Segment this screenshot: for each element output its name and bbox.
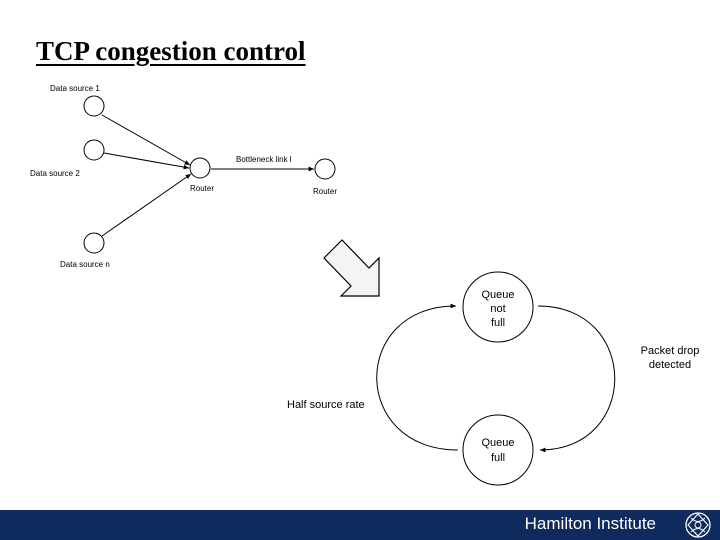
router-right-node xyxy=(314,158,336,180)
data-source-n-node xyxy=(83,232,105,254)
arrow-down-right-icon xyxy=(323,239,380,297)
data-source-1-node xyxy=(83,95,105,117)
slide-title: TCP congestion control xyxy=(36,36,306,66)
footer-bar: Hamilton Institute xyxy=(0,510,720,540)
queue-not-full-state xyxy=(462,271,534,343)
packet-drop-transition xyxy=(537,305,616,453)
router-left-node xyxy=(189,157,211,179)
queue-full-line-2: full xyxy=(491,452,505,464)
network-topology: Data source 1 Data source 2 Data source … xyxy=(30,84,337,269)
data-source-2-node xyxy=(83,139,105,161)
data-source-2-label: Data source 2 xyxy=(30,169,80,178)
data-source-1-label: Data source 1 xyxy=(50,84,100,93)
half-rate-transition xyxy=(376,303,459,451)
edge-source2-router xyxy=(103,152,190,170)
hamilton-institute-logo-icon xyxy=(685,512,711,538)
bottleneck-link-label: Bottleneck link l xyxy=(236,155,292,164)
packet-drop-label-line-1: Packet drop xyxy=(641,345,700,357)
packet-drop-label-line-2: detected xyxy=(649,359,691,371)
queue-full-line-1: Queue xyxy=(481,437,514,449)
edge-source1-router xyxy=(101,114,191,166)
queue-full-state xyxy=(462,414,534,486)
router-right-label: Router xyxy=(313,187,337,196)
half-source-rate-label: Half source rate xyxy=(287,399,365,411)
queue-not-full-line-2: not xyxy=(490,303,505,315)
edge-sourcen-router xyxy=(101,173,192,237)
institute-name: Hamilton Institute xyxy=(524,514,656,533)
state-cycle: Queue not full Queue full Packet drop de… xyxy=(287,271,700,486)
queue-not-full-line-3: full xyxy=(491,317,505,329)
data-source-n-label: Data source n xyxy=(60,260,110,269)
queue-not-full-line-1: Queue xyxy=(481,289,514,301)
router-left-label: Router xyxy=(190,184,214,193)
